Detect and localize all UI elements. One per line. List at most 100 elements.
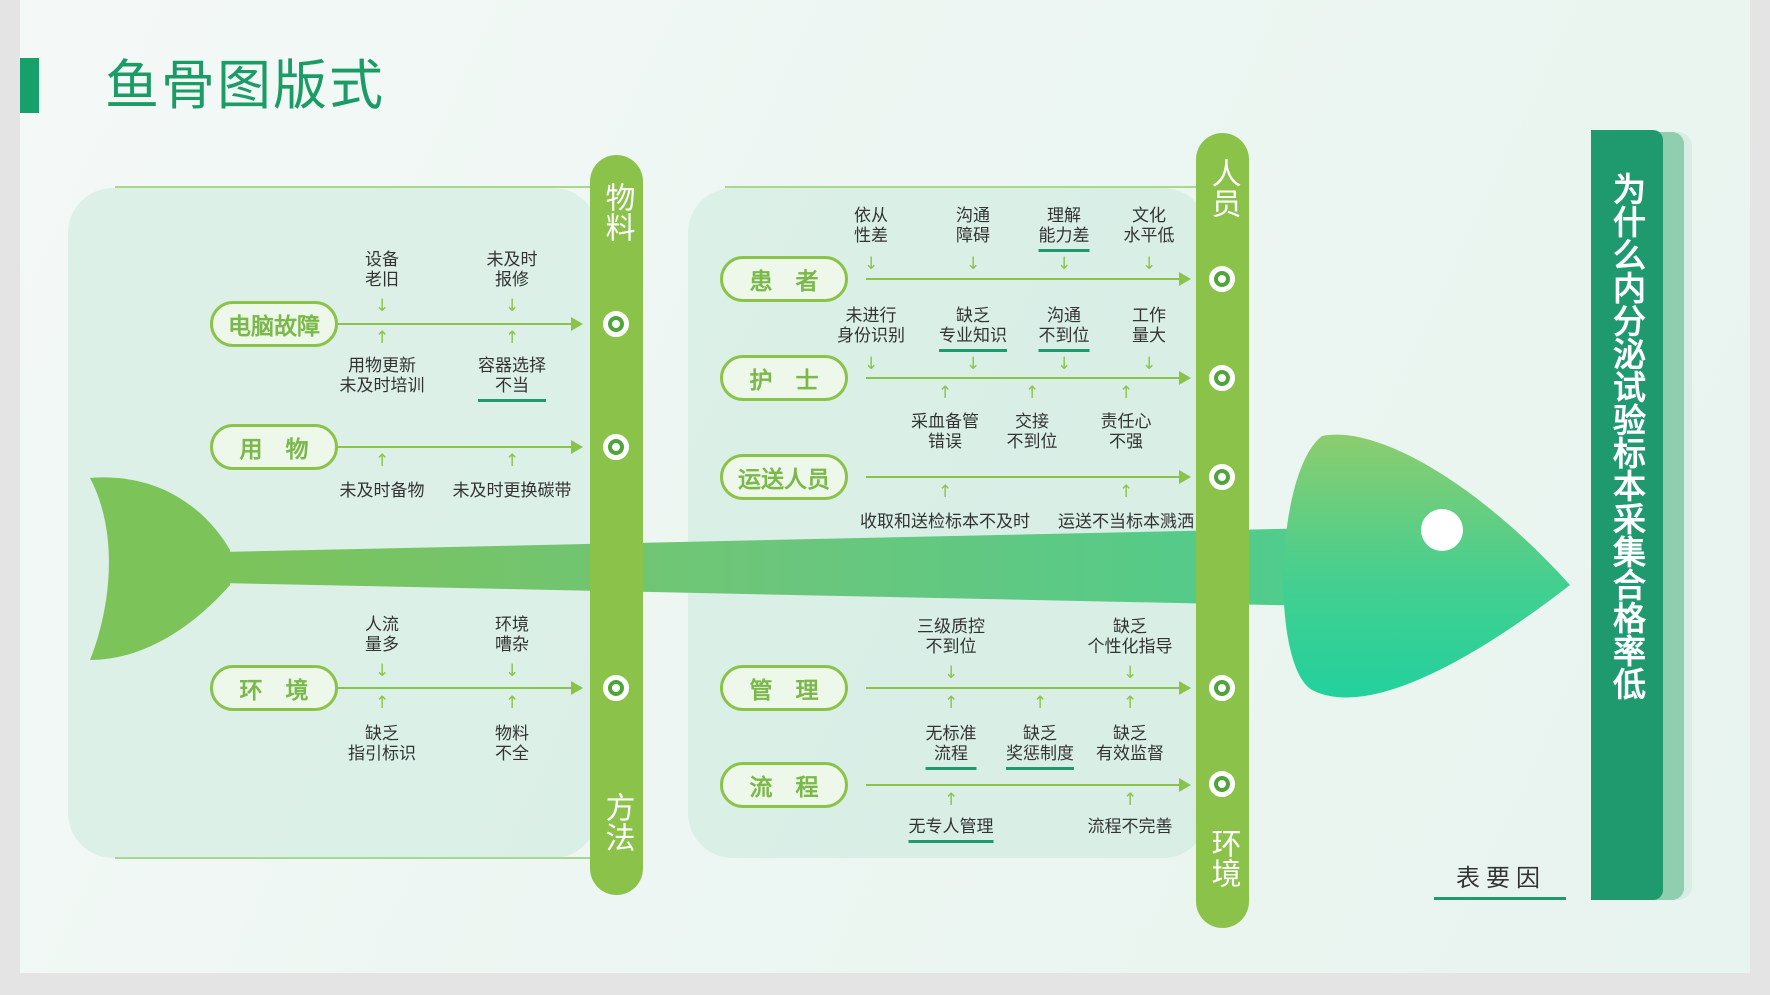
cause-nurse-bottom-3: 责任心 不强 (1100, 412, 1152, 452)
arrow-down-icon: ↓ (1057, 254, 1072, 274)
arrow-up-icon: ↑ (1025, 383, 1040, 403)
category-computer: 电脑故障 (210, 301, 338, 347)
cause-nurse-top-1: 未进行 身份识别 (837, 306, 905, 346)
bar-label-material: 物料 (599, 182, 635, 242)
arrow-up-icon: ↑ (505, 693, 520, 713)
arrow-down-icon: ↓ (966, 254, 981, 274)
cause-supplies-bottom-1: 未及时备物 (339, 481, 425, 501)
node-transport (1209, 464, 1235, 490)
left-panel-bottom-line (115, 857, 605, 859)
arrow-down-icon: ↓ (864, 254, 879, 274)
arrow-down-icon: ↓ (505, 661, 520, 681)
cause-management-top-2: 缺乏 个性化指导 (1087, 617, 1173, 657)
cause-process-bottom-1: 无专人管理 (908, 817, 994, 843)
arrow-down-icon: ↓ (375, 296, 390, 316)
node-patient (1209, 266, 1235, 292)
fish-body (90, 434, 1570, 698)
cause-nurse-bottom-1: 采血备管 错误 (911, 412, 979, 452)
cause-supplies-bottom-2: 未及时更换碳带 (452, 481, 572, 501)
cause-computer-bottom-1: 用物更新 未及时培训 (339, 356, 425, 396)
rib-transport (866, 470, 1191, 484)
node-computer (603, 311, 629, 337)
cause-nurse-bottom-2: 交接 不到位 (1006, 412, 1058, 452)
cause-process-bottom-2: 流程不完善 (1087, 817, 1173, 837)
rib-computer (336, 317, 583, 331)
effect-caption: 表要因 (1434, 858, 1566, 900)
cause-patient-top-3: 理解 能力差 (1038, 206, 1090, 252)
rib-patient (866, 272, 1191, 286)
effect-ribbon (1591, 130, 1663, 900)
node-management (1209, 675, 1235, 701)
node-nurse (1209, 365, 1235, 391)
cause-env-bottom-1: 缺乏 指引标识 (348, 724, 416, 764)
rib-env (336, 681, 583, 695)
bar-label-environment: 环境 (1205, 828, 1241, 888)
rib-nurse (866, 371, 1191, 385)
slide: 鱼骨图版式 物料 方法 人员 环境 (20, 0, 1750, 973)
slide-title: 鱼骨图版式 (105, 54, 385, 117)
node-process (1209, 771, 1235, 797)
arrow-down-icon: ↓ (1142, 254, 1157, 274)
left-panel-top-line (115, 186, 605, 188)
rib-supplies (336, 440, 583, 454)
category-supplies: 用 物 (210, 424, 338, 470)
node-env (603, 675, 629, 701)
title-accent-bar (20, 58, 39, 113)
arrow-down-icon: ↓ (864, 354, 879, 374)
cause-transport-bottom-1: 收取和送检标本不及时 (860, 512, 1030, 532)
arrow-up-icon: ↑ (375, 451, 390, 471)
category-patient: 患 者 (720, 256, 848, 302)
category-nurse: 护 士 (720, 355, 848, 401)
arrow-up-icon: ↑ (505, 451, 520, 471)
category-management: 管 理 (720, 665, 848, 711)
cause-management-bottom-3: 缺乏 有效监督 (1096, 724, 1164, 764)
arrow-down-icon: ↓ (1057, 354, 1072, 374)
fish-tail (90, 477, 230, 660)
arrow-down-icon: ↓ (375, 661, 390, 681)
effect-text: 为什么内分泌试验标本采集合格率低 (1607, 172, 1647, 700)
arrow-up-icon: ↑ (938, 482, 953, 502)
cause-computer-top-2: 未及时 报修 (486, 250, 538, 290)
cause-transport-bottom-2: 运送不当标本溅洒 (1058, 512, 1194, 532)
cause-nurse-top-3: 沟通 不到位 (1038, 306, 1090, 352)
cause-management-bottom-1: 无标准 流程 (925, 724, 977, 770)
fish-head (1283, 434, 1570, 698)
arrow-up-icon: ↑ (938, 383, 953, 403)
category-process: 流 程 (720, 762, 848, 808)
arrow-up-icon: ↑ (1123, 693, 1138, 713)
fish-spine (220, 528, 1320, 606)
arrow-up-icon: ↑ (1119, 383, 1134, 403)
cause-patient-top-1: 依从 性差 (854, 206, 888, 246)
cause-nurse-top-2: 缺乏 专业知识 (939, 306, 1007, 352)
bar-material-method (590, 155, 643, 895)
node-supplies (603, 434, 629, 460)
cause-env-top-2: 环境 嘈杂 (495, 615, 529, 655)
right-panel-top-line (725, 186, 1215, 188)
arrow-down-icon: ↓ (1123, 663, 1138, 683)
arrow-up-icon: ↑ (505, 328, 520, 348)
arrow-up-icon: ↑ (1119, 482, 1134, 502)
arrow-up-icon: ↑ (944, 790, 959, 810)
category-env: 环 境 (210, 665, 338, 711)
cause-management-bottom-2: 缺乏 奖惩制度 (1006, 724, 1074, 770)
arrow-up-icon: ↑ (944, 693, 959, 713)
arrow-up-icon: ↑ (375, 693, 390, 713)
arrow-down-icon: ↓ (505, 296, 520, 316)
bar-label-method: 方法 (599, 792, 635, 852)
rib-management (866, 681, 1191, 695)
cause-env-bottom-2: 物料 不全 (495, 724, 529, 764)
cause-management-top-1: 三级质控 不到位 (917, 617, 985, 657)
cause-patient-top-2: 沟通 障碍 (956, 206, 990, 246)
cause-computer-top-1: 设备 老旧 (365, 250, 399, 290)
arrow-down-icon: ↓ (1142, 354, 1157, 374)
cause-computer-bottom-2: 容器选择 不当 (478, 356, 546, 402)
rib-process (866, 778, 1191, 792)
arrow-down-icon: ↓ (966, 354, 981, 374)
cause-nurse-top-4: 工作 量大 (1132, 306, 1166, 346)
arrow-up-icon: ↑ (1123, 790, 1138, 810)
cause-env-top-1: 人流 量多 (365, 615, 399, 655)
cause-patient-top-4: 文化 水平低 (1123, 206, 1175, 246)
category-transport: 运送人员 (720, 454, 848, 500)
fish-eye (1421, 509, 1463, 551)
arrow-down-icon: ↓ (944, 663, 959, 683)
